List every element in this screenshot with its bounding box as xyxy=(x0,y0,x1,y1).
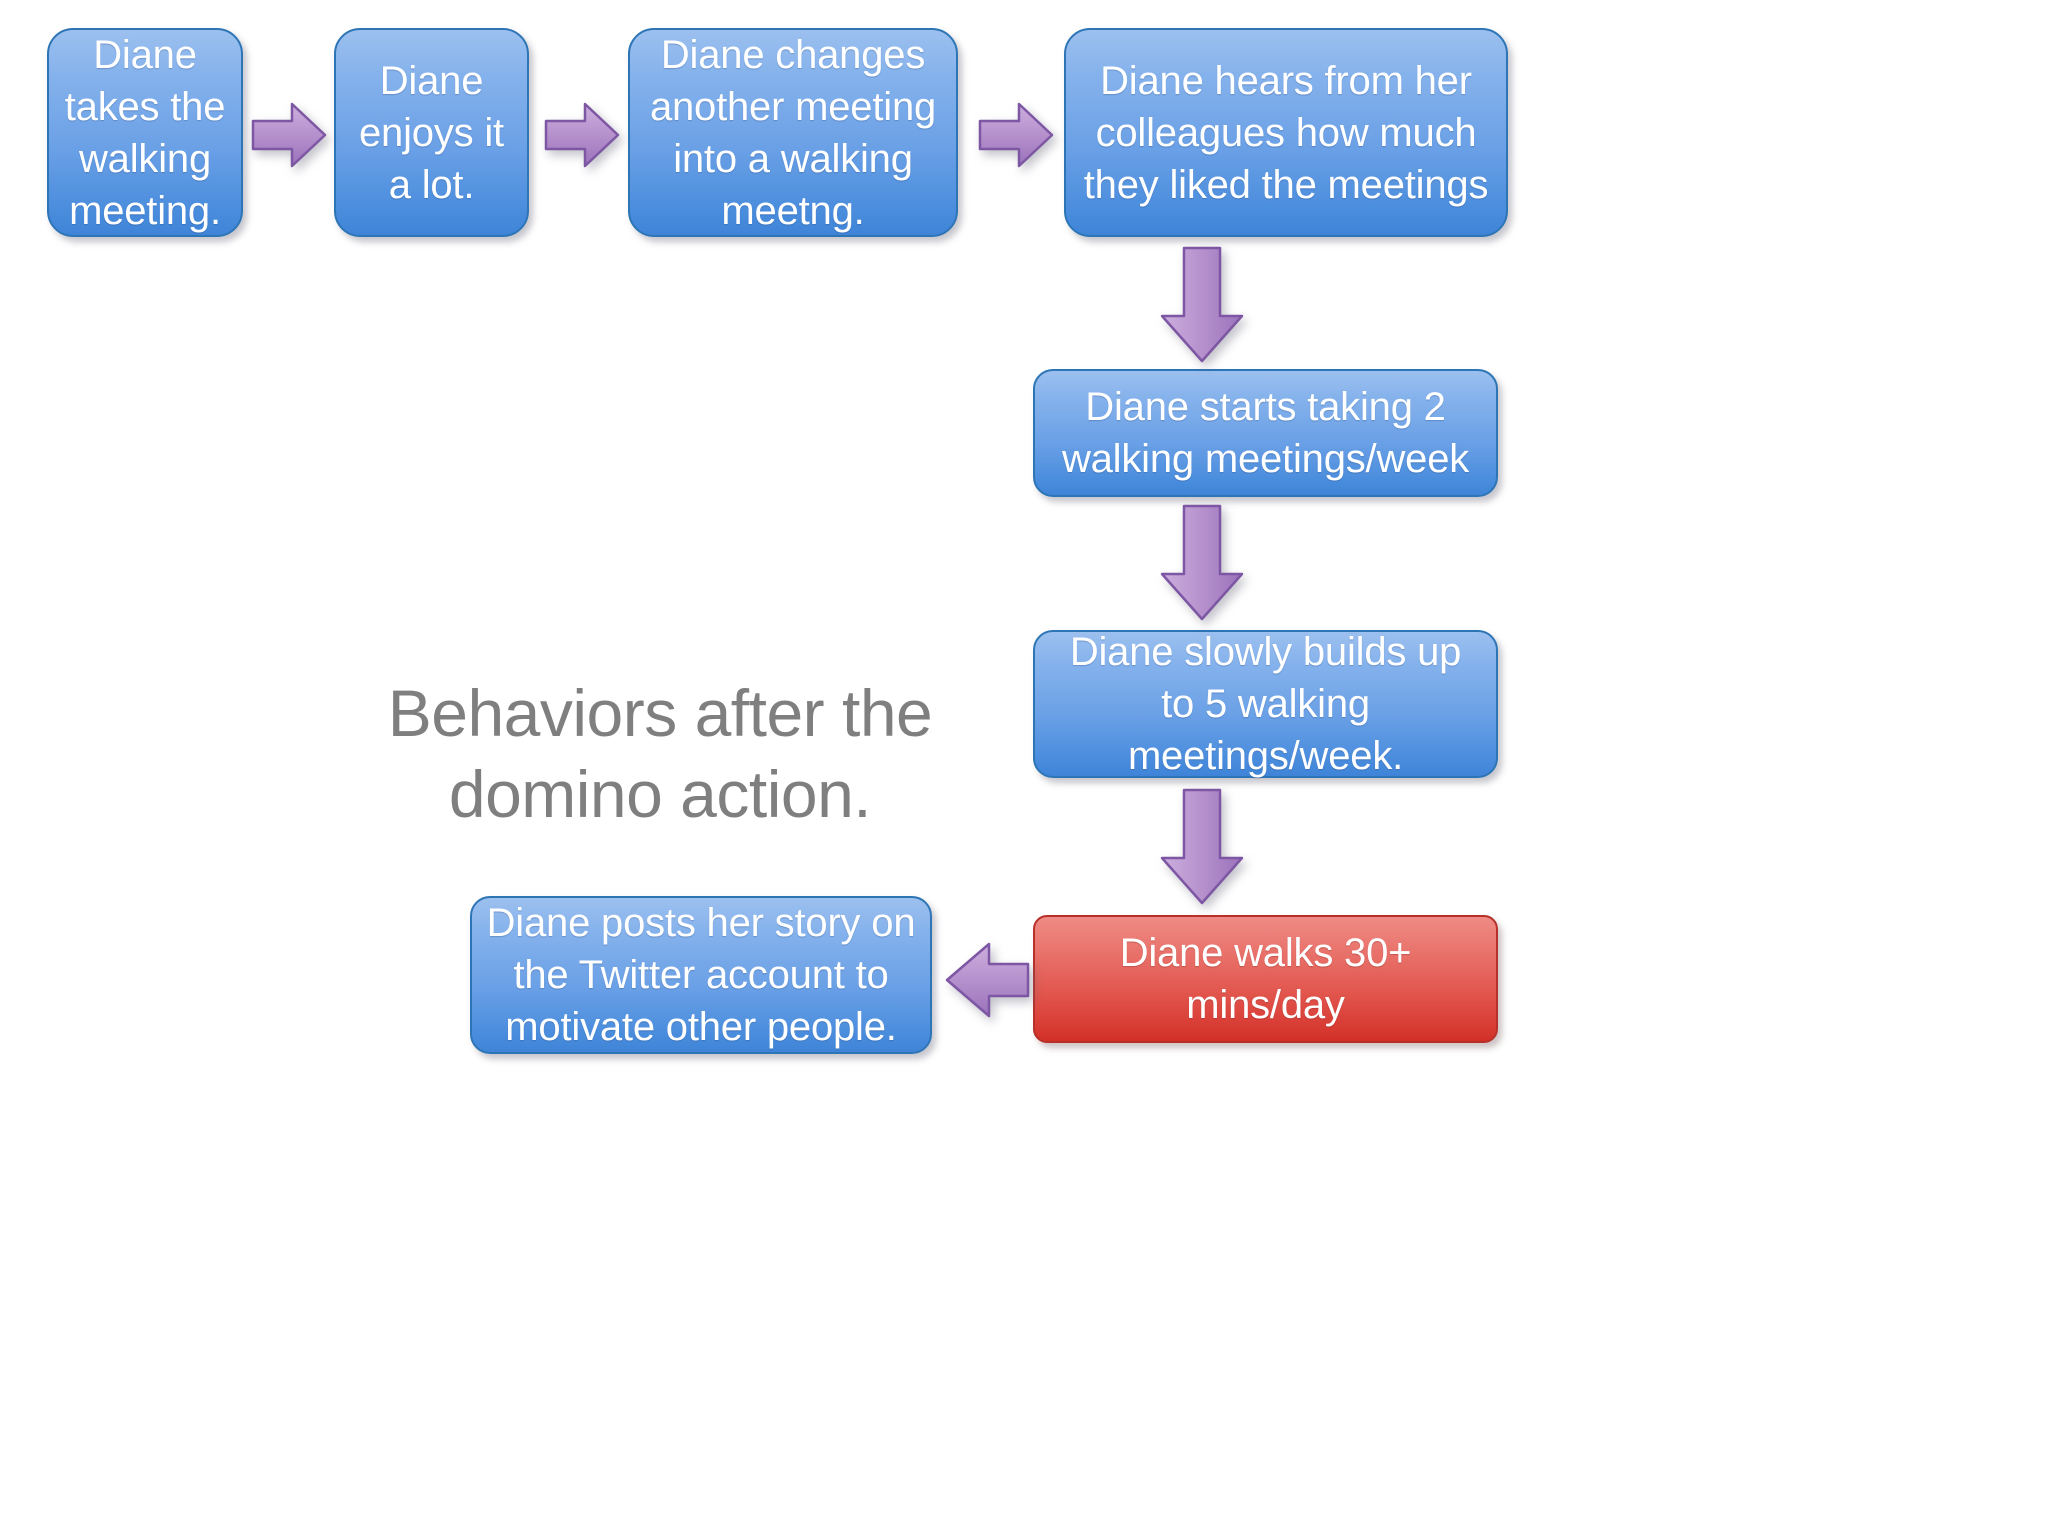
flow-node-label: Diane walks 30+ mins/day xyxy=(1119,931,1412,1027)
arrow-down-icon xyxy=(1160,788,1244,905)
arrow-right-node2-node3 xyxy=(544,100,620,170)
flow-node-label: Diane slowly builds up to 5 walking meet… xyxy=(1069,630,1462,778)
flow-node-diane-posts-story-twitter[interactable]: Diane posts her story on the Twitter acc… xyxy=(470,896,932,1054)
flow-node-label: Diane posts her story on the Twitter acc… xyxy=(486,901,916,1049)
flow-node-diane-takes-walking-meeting[interactable]: Diane takes the walking meeting. xyxy=(47,28,243,237)
arrow-left-node7-node8 xyxy=(944,940,1030,1020)
arrow-right-icon xyxy=(978,102,1054,168)
flow-node-label: Diane hears from her colleagues how much… xyxy=(1083,58,1489,207)
flow-node-diane-builds-up-to-5[interactable]: Diane slowly builds up to 5 walking meet… xyxy=(1033,630,1498,778)
arrow-left-icon xyxy=(945,942,1030,1018)
flow-node-diane-enjoys-it[interactable]: Diane enjoys it a lot. xyxy=(334,28,529,237)
flow-node-label: Diane takes the walking meeting. xyxy=(64,32,226,233)
page-title-line-1: Behaviors after the xyxy=(387,676,933,750)
flow-node-label: Diane changes another meeting into a wal… xyxy=(649,32,937,233)
flow-node-diane-hears-from-colleagues[interactable]: Diane hears from her colleagues how much… xyxy=(1064,28,1508,237)
flow-node-label: Diane starts taking 2 walking meetings/w… xyxy=(1061,385,1470,481)
arrow-right-icon xyxy=(251,102,327,168)
flow-node-diane-walks-30-plus-mins[interactable]: Diane walks 30+ mins/day xyxy=(1033,915,1498,1043)
arrow-down-node6-node7 xyxy=(1158,788,1246,906)
flow-node-diane-changes-another-meeting[interactable]: Diane changes another meeting into a wal… xyxy=(628,28,958,237)
page-title-line-2: domino action. xyxy=(448,756,872,831)
arrow-right-icon xyxy=(544,102,620,168)
arrow-right-node1-node2 xyxy=(251,100,327,170)
flow-node-label: Diane enjoys it a lot. xyxy=(359,58,504,207)
arrow-down-icon xyxy=(1160,504,1244,621)
arrow-down-node5-node6 xyxy=(1158,504,1246,622)
page-title: Behaviors after the domino action. xyxy=(250,673,1070,834)
arrow-right-node3-node4 xyxy=(978,100,1054,170)
arrow-down-node4-node5 xyxy=(1158,246,1246,364)
arrow-down-icon xyxy=(1160,246,1244,363)
flow-node-diane-starts-2-walking-meetings[interactable]: Diane starts taking 2 walking meetings/w… xyxy=(1033,369,1498,497)
